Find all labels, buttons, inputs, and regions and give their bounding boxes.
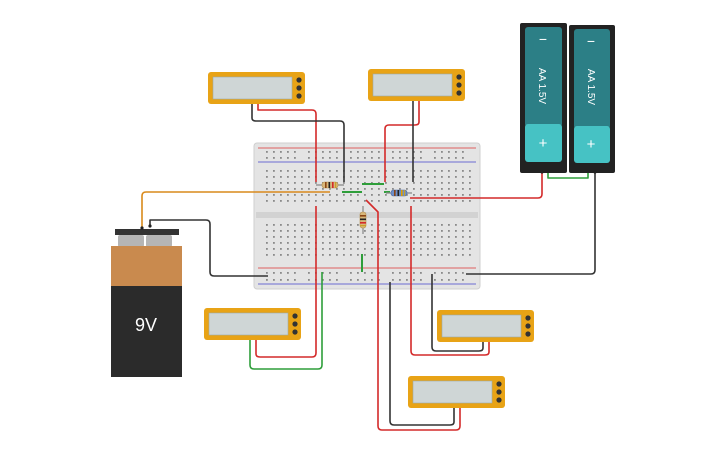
wire-red-mm4 [410, 206, 490, 356]
wire-green-aa-series [547, 172, 589, 179]
wire-black-mm1 [251, 103, 345, 182]
battery-aa-1-plus: + [539, 135, 548, 152]
multimeter-top-left[interactable] [208, 72, 305, 104]
battery-9v-label: 9V [135, 315, 157, 335]
wire-red-mm1 [257, 103, 317, 182]
battery-9v[interactable]: 9V [111, 229, 182, 377]
wire-black-mm5 [389, 282, 455, 426]
multimeter-bottom-center[interactable] [408, 376, 505, 408]
battery-aa-2-label: AA 1.5V [585, 69, 596, 105]
battery-aa-2[interactable]: − AA 1.5V + [569, 25, 615, 173]
battery-aa-1-minus: − [539, 31, 547, 47]
multimeter-bottom-left[interactable] [204, 308, 301, 340]
battery-aa-2-minus: − [587, 33, 595, 49]
resistor-1[interactable] [316, 181, 344, 189]
battery-aa-1[interactable]: − AA 1.5V + [520, 23, 567, 173]
breadboard [253, 142, 481, 290]
wire-red-mm3 [255, 206, 317, 358]
wire-green-mm3 [249, 272, 323, 370]
wire-red-aa-positive [410, 172, 543, 199]
wire-orange-9v-positive [141, 191, 330, 228]
wire-black-9v-negative [149, 219, 268, 277]
resistor-2[interactable] [386, 189, 412, 197]
wire-black-aa-negative [466, 172, 596, 275]
wire-black-mm4 [431, 274, 484, 352]
wire-red-mm2 [384, 100, 420, 182]
battery-aa-2-plus: + [587, 136, 596, 153]
wires [141, 100, 596, 431]
wire-terminals [140, 170, 597, 230]
multimeter-bottom-right[interactable] [437, 310, 534, 342]
wire-red-mm5 [365, 199, 461, 431]
resistor-3[interactable] [359, 206, 367, 234]
breadboard-holes [266, 151, 471, 281]
multimeter-top-center[interactable] [368, 69, 465, 101]
battery-aa-1-label: AA 1.5V [536, 68, 547, 104]
